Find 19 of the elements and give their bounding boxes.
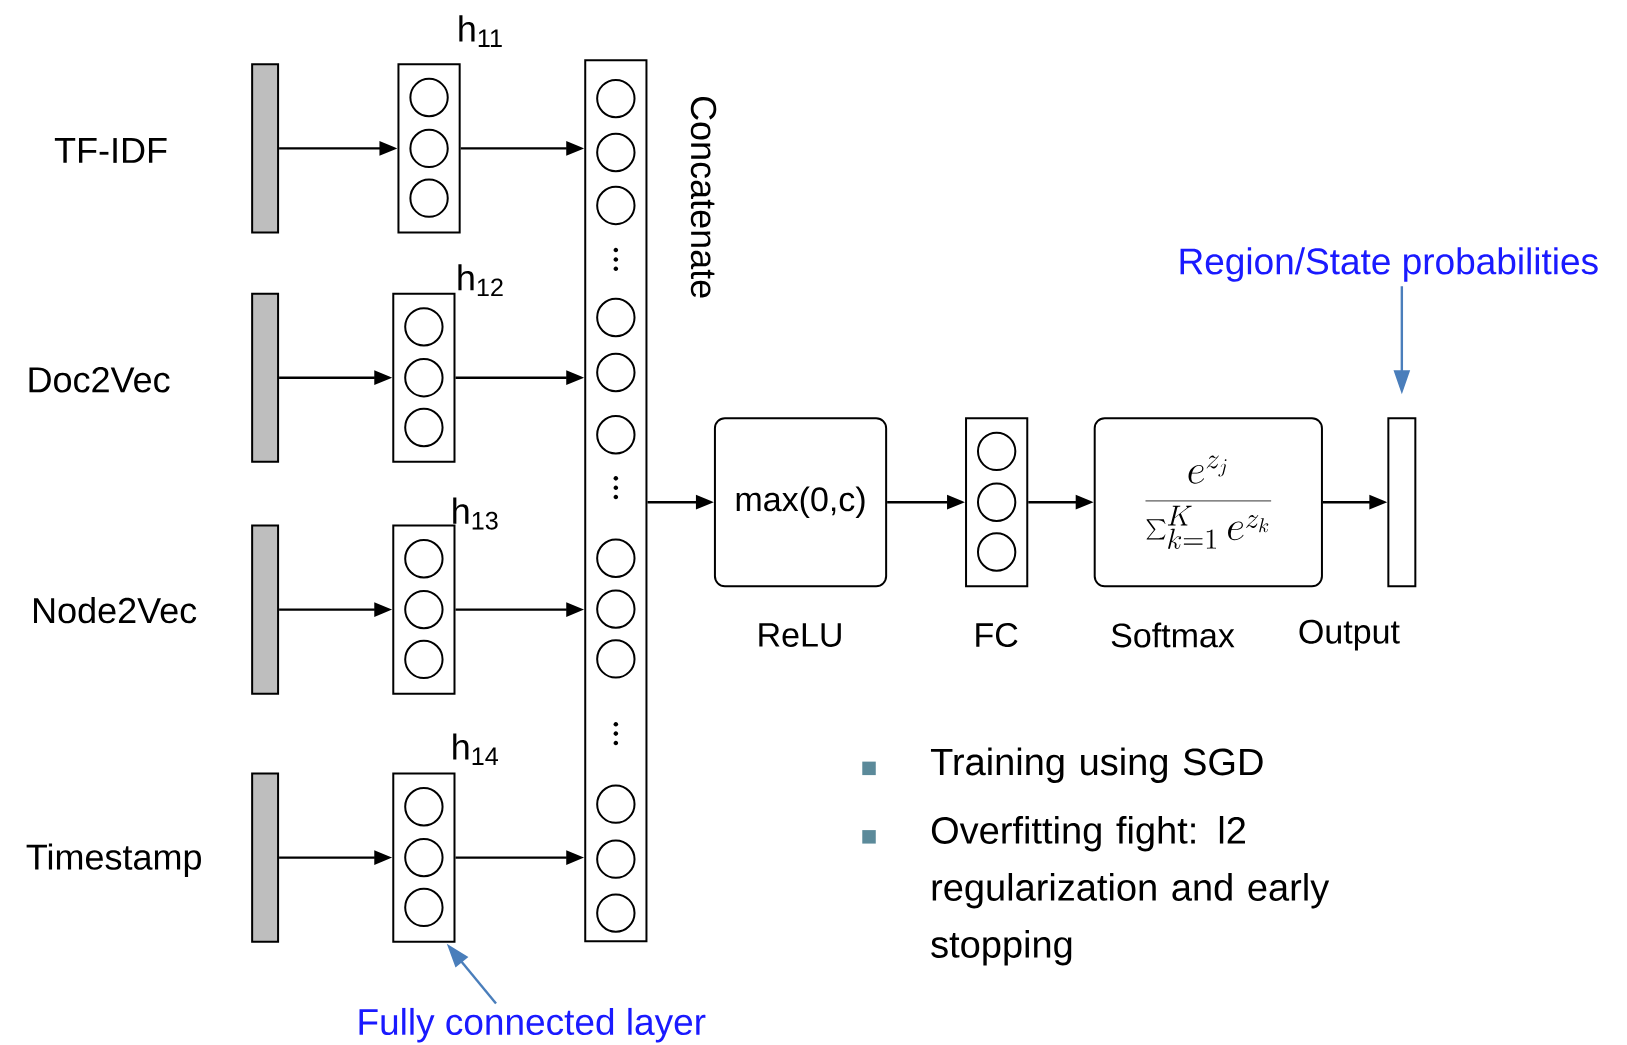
layer-label: h$_{14}$ [453,733,498,765]
input-label: TF-IDF [54,138,167,163]
layer-label: ReLU [759,623,841,647]
input-label: Doc2Vec [29,367,170,393]
input-label: Timestamp [26,843,201,878]
input-label: Node2Vec [34,596,197,624]
layer-label: Softmax [1111,622,1235,648]
softmax-box: $\frac{e^{z_j}}{\sum_{k=1}^{K} e^{z_k}}$ [1093,417,1323,588]
layer-label: FC [976,623,1018,648]
annotation-text: Region/State probabilities [1180,247,1598,282]
layer-label: Concatenate [690,96,717,298]
layer-label: Output [1299,619,1400,651]
annotation-text: Fully connected layer [359,1008,706,1043]
bullet-text: Training using SGD [930,747,1263,783]
layer-label: h$_{13}$ [453,497,498,530]
activation-box: max(0,c) [713,417,888,588]
layer-label: h$_{11}$ [459,15,502,47]
bullet-text: Overfitting fight: l2 regularization and early stopping [931,816,1330,966]
layer-label: h$_{12}$ [458,264,503,297]
